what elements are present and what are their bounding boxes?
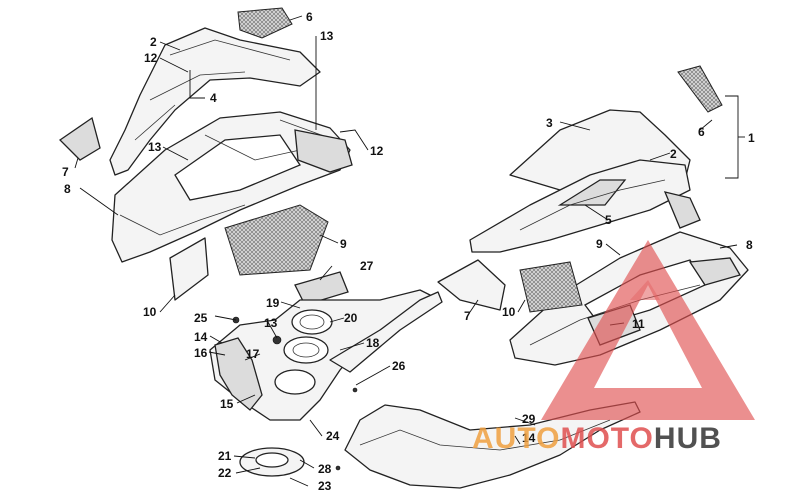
arm-bracket xyxy=(214,337,263,411)
side-flap-right xyxy=(437,259,506,311)
hood-panel-left xyxy=(109,27,321,176)
callout-7: 7 xyxy=(464,309,471,323)
callout-14: 14 xyxy=(194,330,208,344)
callout-25: 25 xyxy=(194,311,208,325)
callout-4: 4 xyxy=(210,91,217,105)
left-hood-assembly xyxy=(58,7,353,306)
callout-8: 8 xyxy=(64,182,71,196)
callout-9: 9 xyxy=(340,237,347,251)
callout-13: 13 xyxy=(148,140,162,154)
side-trim-right xyxy=(663,191,701,229)
vent-grille-left xyxy=(237,7,293,39)
callout-23: 23 xyxy=(318,479,332,493)
callout-26: 26 xyxy=(392,359,406,373)
callout-1: 1 xyxy=(748,131,755,145)
callout-24: 24 xyxy=(326,429,340,443)
lower-center-assembly xyxy=(209,289,443,477)
callout-17: 17 xyxy=(246,347,260,361)
leader-lines xyxy=(74,15,745,487)
callout-11: 11 xyxy=(632,317,645,331)
vent-grille-right xyxy=(677,65,723,113)
callout-18: 18 xyxy=(366,336,380,350)
mesh-panel-left xyxy=(224,204,329,276)
callout-8: 8 xyxy=(746,238,753,252)
right-hood-assembly xyxy=(437,65,749,366)
callout-3: 3 xyxy=(546,116,553,130)
callout-6: 6 xyxy=(306,10,313,24)
ring-middle xyxy=(283,336,329,364)
watermark-text: AUTOMOTOHUB xyxy=(472,422,722,455)
callout-28: 28 xyxy=(318,462,332,476)
callout-2: 2 xyxy=(670,147,677,161)
callout-6: 6 xyxy=(698,125,705,139)
watermark: AUTOMOTOHUB xyxy=(472,240,755,455)
mesh-panel-right xyxy=(519,261,583,313)
callout-22: 22 xyxy=(218,466,232,480)
callout-12: 12 xyxy=(144,51,158,65)
trim-block-left xyxy=(169,237,209,301)
ring-lower xyxy=(274,369,316,395)
panel-27 xyxy=(294,271,349,306)
callout-2: 2 xyxy=(150,35,157,49)
callout-20: 20 xyxy=(344,311,358,325)
callout-10: 10 xyxy=(143,305,157,319)
callout-13: 13 xyxy=(264,316,278,330)
ring-upper xyxy=(291,309,333,335)
callout-13: 13 xyxy=(320,29,334,43)
callout-29: 29 xyxy=(522,412,536,426)
long-rail xyxy=(329,291,443,373)
callout-19: 19 xyxy=(266,296,280,310)
callout-16: 16 xyxy=(194,346,208,360)
callout-5: 5 xyxy=(605,213,612,227)
nut-13 xyxy=(272,335,282,345)
callout-27: 27 xyxy=(360,259,374,273)
callout-9: 9 xyxy=(596,237,603,251)
callout-7: 7 xyxy=(62,165,69,179)
callout-15: 15 xyxy=(220,397,234,411)
callout-12: 12 xyxy=(370,144,384,158)
callout-10: 10 xyxy=(502,305,516,319)
callout-labels: 1 2 2 3 4 5 6 6 7 7 8 8 9 9 10 10 11 12 … xyxy=(62,10,755,493)
side-flap-left xyxy=(58,116,101,161)
callout-21: 21 xyxy=(218,449,232,463)
watermark-triangle-icon xyxy=(541,240,755,420)
callout-14: 14 xyxy=(522,431,536,445)
